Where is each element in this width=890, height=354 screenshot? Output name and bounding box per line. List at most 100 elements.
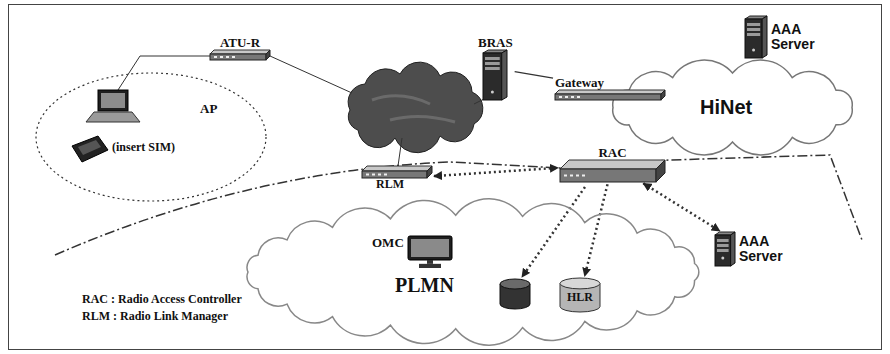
device-side <box>656 160 665 182</box>
tower-bay <box>747 33 760 36</box>
device-led <box>214 56 217 58</box>
tower-side <box>731 232 735 266</box>
controller-device: RAC <box>560 146 665 182</box>
frame <box>9 5 882 350</box>
device-led <box>577 96 580 98</box>
device-led <box>232 56 235 58</box>
shape-icon <box>210 50 270 60</box>
database-cylinder: HLR <box>560 278 600 312</box>
device-led <box>582 175 585 177</box>
connector <box>643 183 719 231</box>
tower-bay <box>747 23 760 26</box>
node-label: HiNet <box>700 96 752 118</box>
server-tower: AAA Server <box>745 16 815 58</box>
tower-led <box>721 257 724 260</box>
device-front <box>362 171 427 178</box>
laptop-screen <box>98 90 128 111</box>
node-label: RAC <box>598 146 626 160</box>
tower-side <box>762 16 767 58</box>
device-top <box>560 160 665 169</box>
device-led <box>384 174 387 176</box>
network-cloud: HiNet <box>600 60 865 155</box>
dotted-arrow <box>522 187 585 277</box>
tower-bay <box>717 244 729 247</box>
laptop-display <box>101 93 125 108</box>
device-led <box>378 174 381 176</box>
tower-front <box>715 235 731 266</box>
shape-icon <box>483 50 507 100</box>
tower-led <box>752 49 755 52</box>
device-front <box>560 169 656 182</box>
shape-icon <box>408 236 452 268</box>
node-label: BRAS <box>478 36 513 50</box>
device-led <box>559 96 562 98</box>
tower-bay <box>717 239 729 242</box>
connector <box>585 184 608 276</box>
monitor-base <box>419 264 441 268</box>
cloud-shading <box>372 96 455 122</box>
tower-bay <box>717 249 729 252</box>
node-label: AP <box>200 102 217 116</box>
device-led <box>565 96 568 98</box>
gateway-device: Gateway <box>555 76 665 100</box>
shape-icon <box>35 72 267 202</box>
node-label: RLM <box>376 178 404 191</box>
device-led <box>570 175 573 177</box>
shape-icon <box>362 166 432 178</box>
server-tower: AAA Server <box>715 232 783 266</box>
device-front <box>555 94 661 100</box>
device-side <box>427 166 432 178</box>
server-tower: BRAS <box>478 36 513 100</box>
device-front <box>210 54 266 60</box>
device-side <box>266 50 270 60</box>
connector <box>515 72 553 79</box>
cloud-outline <box>613 60 853 155</box>
link-device: RLM <box>362 166 432 191</box>
node-label: AAA Server <box>771 22 815 53</box>
node-label: PLMN <box>395 274 454 296</box>
wire <box>398 138 402 166</box>
shape-icon <box>555 90 665 100</box>
cylinder-top <box>560 278 600 289</box>
internet-cloud <box>348 62 483 153</box>
phone-screen <box>78 140 101 155</box>
monitor-frame <box>408 236 452 260</box>
legend-text: RAC : Radio Access Controller <box>82 293 242 306</box>
wire <box>118 56 210 90</box>
tower-bay <box>747 28 760 31</box>
shape-icon <box>745 16 767 58</box>
device-led <box>226 56 229 58</box>
device-led <box>571 96 574 98</box>
phone-icon <box>72 136 108 162</box>
monitor-screen <box>411 239 449 257</box>
access-zone: AP <box>35 72 267 202</box>
shape-icon <box>715 232 735 266</box>
device-led <box>576 175 579 177</box>
device-led <box>220 56 223 58</box>
node-label: Gateway <box>555 76 604 90</box>
shape-icon <box>560 160 665 182</box>
modem-device: ATU-R <box>210 36 270 60</box>
connector <box>434 168 558 176</box>
cloud-outline <box>247 199 699 345</box>
network-cloud: PLMN OMC HLR <box>235 202 710 342</box>
wire <box>270 56 352 93</box>
database-top <box>500 279 530 289</box>
tower-front <box>745 19 762 58</box>
node-label: HLR <box>567 291 593 304</box>
zone-outline <box>36 73 266 201</box>
legend-text: RLM : Radio Link Manager <box>82 310 228 323</box>
node-label: AAA Server <box>739 234 783 265</box>
note-text: (insert SIM) <box>112 141 175 154</box>
device-top <box>555 90 665 94</box>
node-label: OMC <box>372 236 404 250</box>
device-led <box>372 174 375 176</box>
tower-bay <box>485 67 500 70</box>
device-top <box>210 50 270 54</box>
tower-bay <box>485 57 500 60</box>
terminal: OMC <box>372 236 452 268</box>
laptop-base <box>86 112 140 122</box>
tower-side <box>502 50 507 100</box>
device-led <box>564 175 567 177</box>
